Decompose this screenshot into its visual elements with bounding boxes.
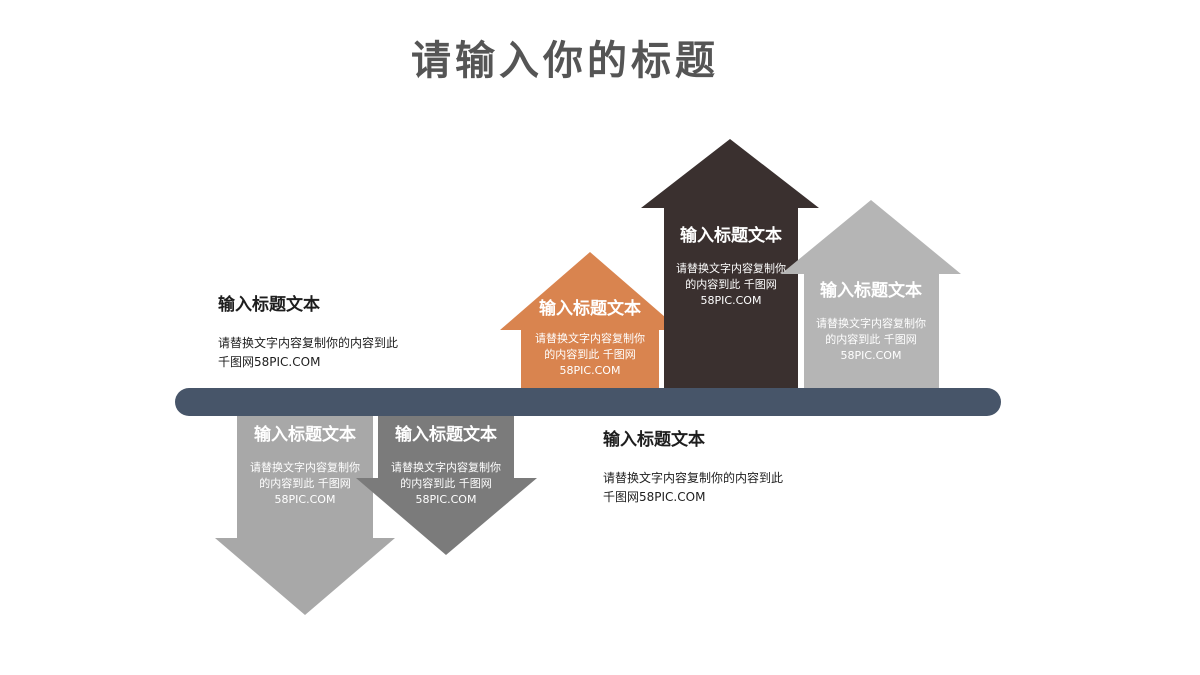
description-lower: 输入标题文本 请替换文字内容复制你的内容到此 千图网58PIC.COM: [603, 429, 863, 507]
arrow-label-dark-gray: 输入标题文本 请替换文字内容复制你 的内容到此 千图网 58PIC.COM: [376, 424, 516, 508]
arrow-body: 请替换文字内容复制你 的内容到此 千图网 58PIC.COM: [676, 262, 786, 307]
down-arrow-dark-gray: [356, 402, 537, 555]
description-upper: 输入标题文本 请替换文字内容复制你的内容到此 千图网58PIC.COM: [218, 294, 478, 372]
arrow-label-orange: 输入标题文本 请替换文字内容复制你 的内容到此 千图网 58PIC.COM: [521, 298, 659, 379]
arrow-title: 输入标题文本: [395, 425, 497, 445]
description-body: 请替换文字内容复制你的内容到此 千图网58PIC.COM: [603, 471, 784, 504]
up-arrow-orange: [500, 252, 680, 388]
arrow-title: 输入标题文本: [680, 226, 782, 246]
down-arrow-gray: [215, 402, 395, 615]
arrow-body: 请替换文字内容复制你 的内容到此 千图网 58PIC.COM: [535, 332, 645, 377]
description-body: 请替换文字内容复制你的内容到此 千图网58PIC.COM: [218, 336, 399, 369]
arrow-body: 请替换文字内容复制你 的内容到此 千图网 58PIC.COM: [250, 461, 360, 506]
timeline-bar: [175, 388, 1001, 416]
arrow-title: 输入标题文本: [254, 425, 356, 445]
up-arrow-dark: [641, 139, 819, 388]
arrow-label-light: 输入标题文本 请替换文字内容复制你 的内容到此 千图网 58PIC.COM: [801, 280, 941, 364]
up-arrow-light: [781, 200, 961, 388]
arrow-title: 输入标题文本: [539, 299, 641, 319]
description-title: 输入标题文本: [603, 430, 705, 450]
arrow-body: 请替换文字内容复制你 的内容到此 千图网 58PIC.COM: [391, 461, 501, 506]
arrow-body: 请替换文字内容复制你 的内容到此 千图网 58PIC.COM: [816, 317, 926, 362]
arrow-label-dark: 输入标题文本 请替换文字内容复制你 的内容到此 千图网 58PIC.COM: [661, 225, 801, 309]
slide-title: 请输入你的标题: [411, 37, 719, 84]
description-title: 输入标题文本: [218, 295, 320, 315]
arrow-title: 输入标题文本: [820, 281, 922, 301]
arrow-label-gray: 输入标题文本 请替换文字内容复制你 的内容到此 千图网 58PIC.COM: [235, 424, 375, 508]
